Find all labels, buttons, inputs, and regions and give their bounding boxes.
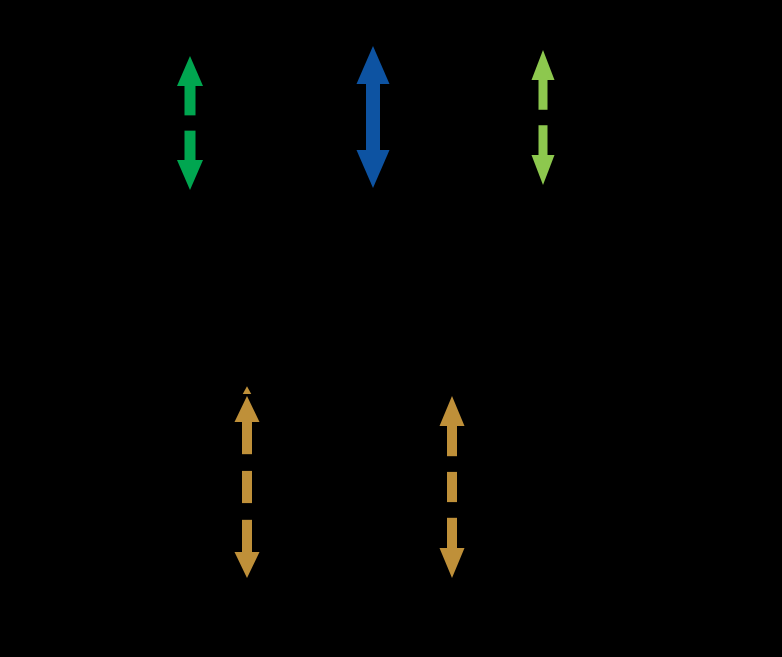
- orange-left-double-arrow-secondary-tip: [242, 386, 252, 394]
- orange-left-double-arrow-shaft-dash-3: [242, 519, 252, 552]
- light-green-double-arrow-shaft-dash-2: [538, 125, 548, 155]
- orange-left-double-arrow-head-down: [234, 552, 260, 578]
- green-double-arrow-head-down: [177, 160, 203, 190]
- green-double-arrow-head-up: [177, 56, 203, 86]
- light-green-double-arrow-head-down: [531, 155, 555, 185]
- light-green-double-arrow-head-up: [531, 50, 555, 80]
- blue-double-arrow-shaft: [366, 84, 380, 150]
- orange-right-double-arrow-shaft-dash-1: [447, 426, 457, 457]
- orange-left-double-arrow-shaft-dash-1: [242, 422, 252, 455]
- orange-left-double-arrow: [234, 386, 260, 578]
- blue-double-arrow: [356, 46, 390, 188]
- blue-double-arrow-head-down: [356, 150, 390, 188]
- green-double-arrow: [177, 56, 203, 190]
- orange-right-double-arrow: [439, 396, 465, 578]
- green-double-arrow-shaft-dash-2: [184, 130, 196, 160]
- light-green-double-arrow-shaft-dash-1: [538, 80, 548, 110]
- orange-right-double-arrow-shaft-dash-3: [447, 517, 457, 548]
- orange-left-double-arrow-shaft-dash-2: [242, 470, 252, 504]
- orange-right-double-arrow-head-up: [439, 396, 465, 426]
- orange-right-double-arrow-head-down: [439, 548, 465, 578]
- orange-right-double-arrow-shaft-dash-2: [447, 471, 457, 503]
- orange-left-double-arrow-head-up: [234, 396, 260, 422]
- green-double-arrow-shaft-dash-1: [184, 86, 196, 116]
- light-green-double-arrow: [531, 50, 555, 185]
- blue-double-arrow-head-up: [356, 46, 390, 84]
